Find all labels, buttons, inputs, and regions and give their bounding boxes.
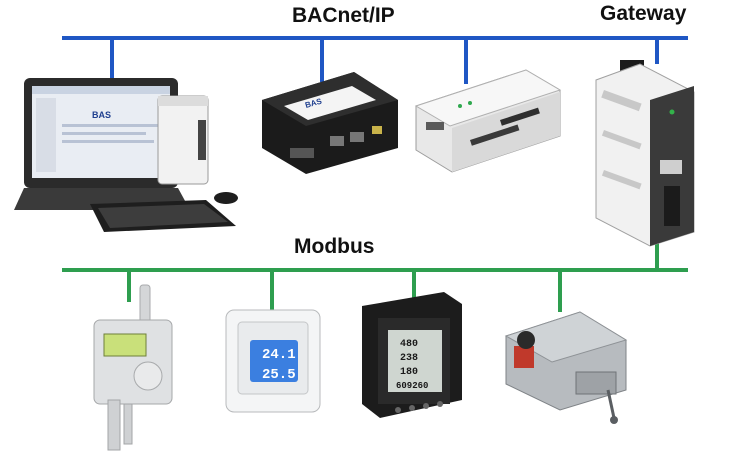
- humidity-sensor-device: [93, 284, 173, 451]
- thermostat-readout-top: 24.1: [262, 347, 296, 363]
- meter-readout-4: 609260: [396, 381, 428, 391]
- gateway-device: [595, 60, 695, 247]
- modbus-bus: [62, 236, 688, 312]
- workstation-device: BAS: [14, 78, 238, 232]
- bacnet-ip-label: BACnet/IP: [292, 4, 395, 27]
- modbus-label: Modbus: [294, 235, 375, 258]
- meter-readout-3: 180: [400, 367, 418, 378]
- bas-controller-device: BAS: [262, 72, 398, 174]
- meter-readout-2: 238: [400, 353, 418, 364]
- bacnet-bus: [62, 36, 688, 84]
- gateway-label: Gateway: [600, 2, 687, 25]
- thermostat-device: 24.1 25.5: [225, 309, 321, 413]
- io-module-device: [414, 69, 562, 173]
- power-meter-device: 480 238 180 609260: [362, 292, 462, 418]
- meter-readout-1: 480: [400, 339, 418, 350]
- thermostat-readout-bottom: 25.5: [262, 367, 296, 383]
- workstation-screen-text: BAS: [92, 110, 111, 120]
- actuator-device: [504, 311, 628, 424]
